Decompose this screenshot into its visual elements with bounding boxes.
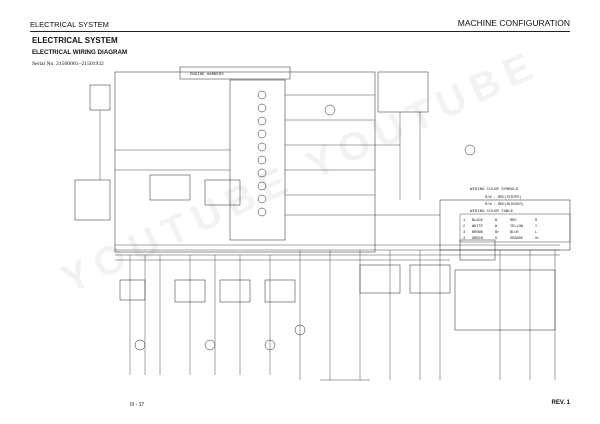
wiring-table-cell: R — [535, 219, 538, 223]
wiring-table-cell: ORANGE — [510, 237, 523, 241]
wiring-table-cell: BROWN — [472, 231, 483, 235]
page-header: ELECTRICAL SYSTEM MACHINE CONFIGURATION — [30, 18, 570, 32]
serial-number: Serial No. 21500001~21501932 — [32, 61, 104, 67]
header-rule — [30, 31, 570, 32]
wiring-table-cell: 2 — [463, 225, 465, 229]
header-section-left: ELECTRICAL SYSTEM — [30, 20, 109, 29]
wiring-table-cell: Y — [535, 225, 538, 229]
wiring-table-title: WIRING COLOR TABLE — [470, 210, 514, 214]
wiring-table-cell: BLUE — [510, 231, 519, 235]
wiring-table-cell: W — [495, 225, 498, 229]
wiring-symbol-line1: R/W : RED(STRIPE) — [485, 195, 522, 200]
wiring-table-cell: Or — [535, 236, 539, 241]
page-title: ELECTRICAL SYSTEM — [32, 36, 118, 45]
wiring-table-cell: YELLOW — [510, 225, 524, 229]
engine-harness-label: ENGINE HARNESS — [190, 73, 224, 77]
wiring-table-cell: 3 — [463, 231, 465, 235]
wiring-table-cell: B — [495, 219, 498, 223]
wiring-symbol-line2: R/W : RED(BLOCKED) — [485, 202, 524, 207]
page-number: III - 17 — [130, 402, 145, 408]
revision: REV. 1 — [551, 400, 570, 406]
wiring-table-cell: L — [535, 231, 537, 235]
wiring-table-cell: GREEN — [472, 237, 483, 241]
wiring-table-cell: RED — [510, 219, 516, 223]
wiring-table-cell: WHITE — [472, 225, 483, 229]
wiring-table-cell: 1 — [463, 219, 465, 223]
wiring-table-cell: 4 — [463, 237, 465, 241]
header-section-right: MACHINE CONFIGURATION — [457, 18, 570, 28]
wiring-table-cell: BLACK — [472, 219, 484, 223]
diagram-title: ELECTRICAL WIRING DIAGRAM — [32, 49, 128, 56]
wiring-table-cell: Br — [495, 230, 499, 235]
wiring-color-table: 1 BLACK B RED R 2 WHITE W YELLOW Y 3 BROWN Br BLUE L 4 G… — [459, 213, 571, 243]
wiring-table-cell: G — [495, 237, 497, 241]
wiring-symbol-title: WIRING COLOR SYMBOLS — [470, 188, 519, 192]
